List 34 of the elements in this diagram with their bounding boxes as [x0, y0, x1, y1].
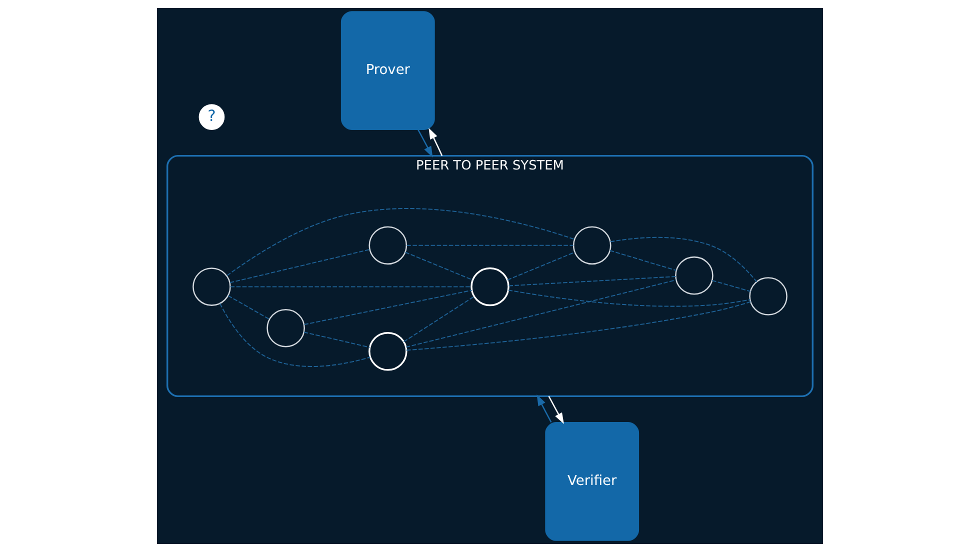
connector — [406, 279, 676, 348]
arrow — [548, 396, 564, 424]
connector — [610, 250, 676, 271]
connector — [404, 296, 474, 342]
cluster: PEER TO PEER SYSTEM — [166, 154, 814, 398]
connector — [228, 295, 270, 320]
label: ? — [208, 106, 216, 125]
node-bank — [368, 332, 408, 371]
connector — [508, 290, 750, 307]
node-bank — [470, 267, 510, 306]
node-person — [572, 226, 612, 265]
node-box: Prover — [340, 11, 435, 130]
connector — [230, 249, 370, 284]
connector — [226, 208, 575, 276]
arrow — [418, 129, 433, 158]
arrow — [428, 128, 443, 156]
connector — [230, 286, 472, 288]
connector — [406, 244, 574, 246]
connector — [220, 303, 370, 367]
connector — [406, 301, 751, 351]
connector — [304, 290, 472, 326]
node-person — [675, 256, 714, 295]
node-person — [368, 226, 408, 265]
connector — [405, 252, 473, 280]
node-person — [192, 268, 231, 306]
node-box: Verifier — [545, 422, 640, 541]
connector — [304, 332, 370, 348]
node-person — [749, 277, 788, 316]
node-person — [266, 308, 305, 348]
connector — [610, 236, 758, 282]
arrow — [536, 394, 552, 423]
connector — [712, 280, 751, 292]
connector — [508, 276, 676, 286]
connector — [507, 252, 575, 280]
